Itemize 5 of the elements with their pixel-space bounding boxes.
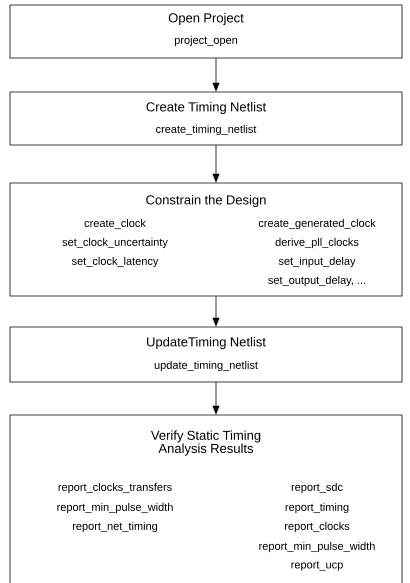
process-box: Open Project project_open [10, 4, 402, 58]
process-box: UpdateTiming Netlist update_timing_netlist [10, 326, 402, 382]
process-box: Create Timing Netlist create_timing_netlist [10, 92, 402, 146]
process-box: Verify Static Timing Analysis Results report_clocks_transfers report_min_pulse_width report_net_timing report_sdc report_timing report_clocks report_min_pulse_width report_ucp [10, 414, 402, 583]
process-box: Constrain the Design create_clock set_clock_uncertainty set_clock_latency create_generated_clock derive_pll_clocks set_input_delay set_output_delay, ... [10, 182, 402, 296]
